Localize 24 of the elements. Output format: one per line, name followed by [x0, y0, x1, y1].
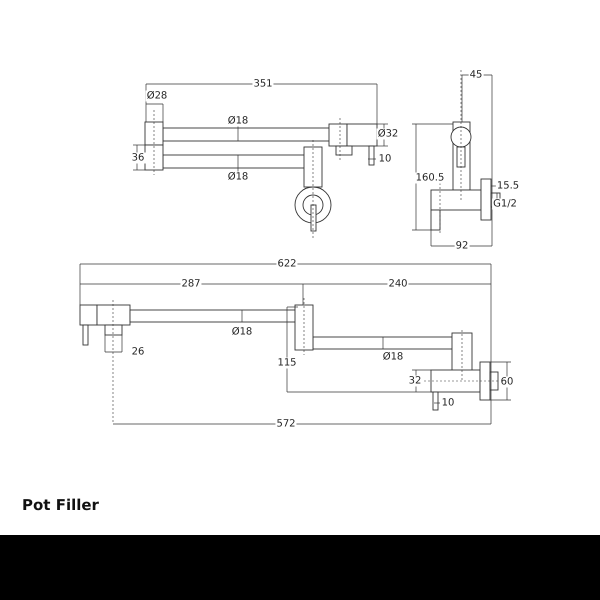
dimension-label: 10	[378, 154, 392, 164]
dimension-label: 572	[275, 418, 297, 430]
dimension-label: 32	[408, 376, 422, 386]
dimension-label: 115	[276, 358, 298, 368]
dimension-label: 15.5	[496, 180, 520, 192]
dimension-label: 351	[252, 78, 274, 90]
dimension-label: Ø18	[226, 172, 250, 182]
dimension-label: Ø32	[376, 128, 400, 140]
dimension-label: 92	[454, 240, 470, 252]
dimension-label: 36	[130, 152, 146, 164]
dimension-label: Ø28	[146, 90, 168, 102]
dimension-label: 622	[276, 258, 298, 270]
dimension-label: Ø18	[382, 352, 404, 362]
dimension-label: Ø18	[226, 116, 250, 126]
dimension-label: 26	[130, 346, 146, 358]
dimension-label: 60	[500, 376, 514, 388]
dimension-label: G1/2	[492, 198, 518, 210]
dimension-label: 240	[387, 278, 409, 290]
dimension-label: Ø18	[230, 326, 254, 338]
dimension-label: 287	[180, 278, 202, 290]
product-title: Pot Filler	[22, 496, 99, 514]
dimension-label: 160.5	[414, 172, 446, 184]
dimension-label: 45	[468, 70, 484, 80]
dimension-label: 10	[440, 398, 456, 408]
